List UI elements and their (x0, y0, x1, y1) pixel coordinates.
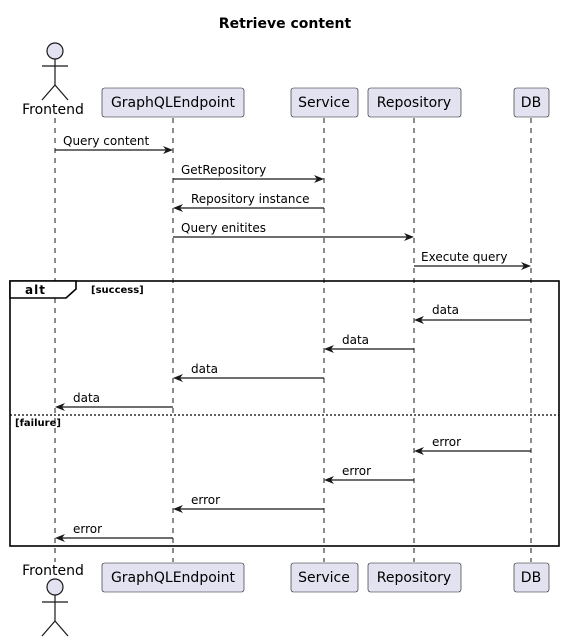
message-success-data-db: data (414, 303, 531, 324)
participants-bottom: Frontend GraphQLEndpoint Service Reposit… (22, 562, 550, 637)
lifelines (54, 118, 532, 562)
arrow-left-icon (324, 345, 334, 353)
message-get-repository: GetRepository (173, 163, 324, 183)
participant-graphql-bottom: GraphQLEndpoint (101, 562, 245, 593)
alt-fragment: alt [success] [failure] (9, 280, 560, 547)
arrow-right-icon (163, 146, 173, 154)
success-guard: [success] (91, 285, 144, 296)
participant-service-bottom: Service (290, 562, 359, 593)
diagram-title: Retrieve content (219, 16, 352, 32)
actor-frontend-top: Frontend (22, 42, 84, 118)
participant-db-bottom: DB (513, 562, 550, 593)
message-label: Execute query (421, 250, 507, 264)
arrow-left-icon (324, 476, 334, 484)
messages: Query content GetRepository Repository i… (55, 134, 531, 542)
participant-label-graphql: GraphQLEndpoint (111, 570, 236, 586)
message-label: error (73, 522, 102, 536)
alt-operator-label: alt (25, 283, 46, 297)
failure-guard: [failure] (15, 418, 61, 429)
message-query-content: Query content (55, 134, 173, 154)
participant-label-db: DB (521, 570, 541, 586)
message-failure-error-repository: error (324, 464, 414, 484)
message-label: data (432, 303, 459, 317)
participant-label-frontend: Frontend (22, 102, 84, 118)
message-label: Query content (63, 134, 150, 148)
message-success-data-service: data (173, 362, 324, 382)
message-failure-error-db: error (414, 435, 531, 455)
message-label: error (191, 493, 220, 507)
message-label: data (191, 362, 218, 376)
actor-head-icon (46, 578, 64, 596)
participant-repository-bottom: Repository (367, 562, 462, 593)
message-execute-query: Execute query (414, 250, 531, 270)
arrow-left-icon (173, 204, 183, 212)
message-success-data-graphql: data (55, 391, 173, 411)
message-label: data (342, 333, 369, 347)
participant-graphql-top: GraphQLEndpoint (101, 87, 245, 118)
actor-frontend-bottom: Frontend (22, 563, 84, 637)
participant-label-frontend: Frontend (22, 563, 84, 579)
participant-label-service: Service (298, 570, 350, 586)
message-label: error (342, 464, 371, 478)
arrow-right-icon (314, 175, 324, 183)
arrow-left-icon (55, 403, 65, 411)
arrow-left-icon (173, 374, 183, 382)
participant-db-top: DB (513, 87, 550, 118)
arrow-left-icon (414, 447, 424, 455)
message-repository-instance: Repository instance (173, 192, 324, 212)
arrow-left-icon (173, 505, 183, 513)
arrow-right-icon (404, 233, 414, 241)
message-success-data-repository: data (324, 333, 414, 353)
actor-head-icon (46, 42, 64, 60)
arrow-right-icon (521, 262, 531, 270)
message-failure-error-graphql: error (55, 522, 173, 542)
message-label: data (73, 391, 100, 405)
arrow-left-icon (414, 316, 424, 324)
alt-operator-tab (9, 280, 77, 299)
alt-frame-border (9, 280, 560, 547)
message-query-entities: Query enitites (173, 221, 414, 241)
participant-label-repository: Repository (377, 570, 451, 586)
participant-label-db: DB (521, 95, 541, 111)
participant-service-top: Service (290, 87, 359, 118)
participant-repository-top: Repository (367, 87, 462, 118)
participant-label-repository: Repository (377, 95, 451, 111)
participants-top: Frontend GraphQLEndpoint Service Reposit… (22, 42, 550, 118)
message-label: GetRepository (181, 163, 266, 177)
arrow-left-icon (55, 534, 65, 542)
participant-label-graphql: GraphQLEndpoint (111, 95, 236, 111)
message-label: Repository instance (191, 192, 309, 206)
message-label: error (432, 435, 461, 449)
message-failure-error-service: error (173, 493, 324, 513)
participant-label-service: Service (298, 95, 350, 111)
message-label: Query enitites (181, 221, 266, 235)
